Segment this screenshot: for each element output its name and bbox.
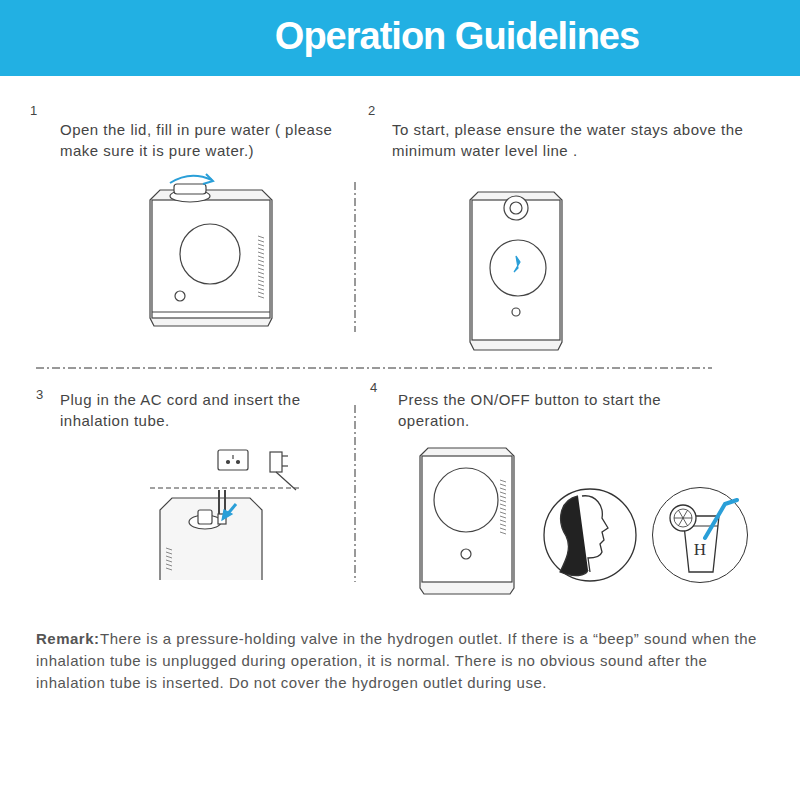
step-text: To start, please ensure the water stays … [392, 119, 772, 161]
step-number: 3 [36, 384, 56, 405]
glass-icon [653, 488, 747, 582]
step-text: Press the ON/OFF button to start the ope… [398, 389, 728, 431]
step-text: Open the lid, fill in pure water ( pleas… [60, 119, 352, 161]
device-fill [150, 174, 272, 326]
remark-text: There is a pressure-holding valve in the… [36, 628, 766, 694]
step-text: Plug in the AC cord and insert the inhal… [60, 389, 350, 431]
step-number: 4 [370, 377, 390, 398]
device-on [420, 448, 514, 594]
vent-slots [500, 480, 506, 534]
drink-circle: H [652, 487, 748, 583]
separators [36, 182, 712, 582]
inhale-face [544, 489, 636, 581]
step-number: 1 [30, 100, 50, 121]
step-number: 2 [368, 100, 388, 121]
remark-heading: Remark: [36, 628, 100, 649]
vent-slots [166, 548, 172, 570]
glass-letter: H [653, 540, 747, 560]
vent-slots [258, 236, 264, 298]
device-plug [150, 450, 300, 580]
device-level [470, 192, 562, 350]
page-title: Operation Guidelines [0, 12, 800, 60]
